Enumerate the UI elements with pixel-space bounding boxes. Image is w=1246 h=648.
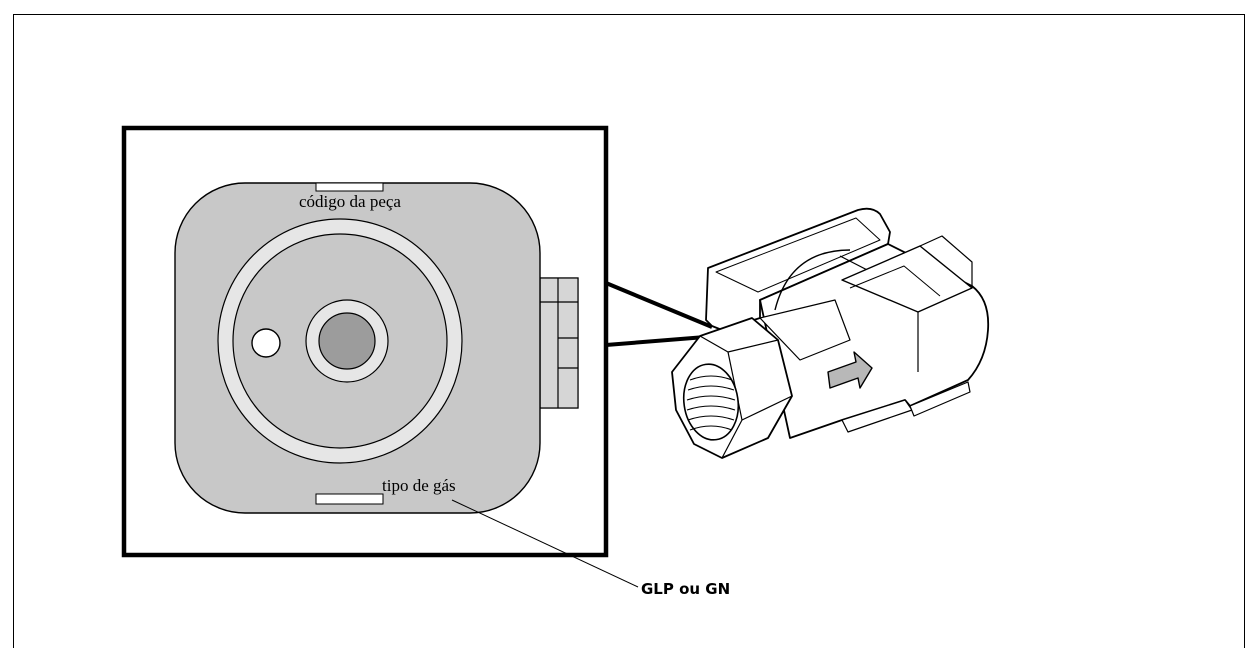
center-core (318, 312, 376, 370)
valve-illustration (671, 207, 990, 459)
threaded-opening (682, 363, 740, 441)
bottom-tab (315, 493, 384, 505)
flow-arrow-icon (827, 351, 873, 389)
outer-frame (13, 14, 1245, 648)
part-code-label: código da peça (299, 192, 401, 211)
indicator-hole (251, 328, 281, 358)
side-connector (529, 277, 579, 409)
gas-type-leader-line (451, 499, 639, 588)
gas-options-label: GLP ou GN (641, 580, 730, 598)
top-tab (315, 182, 384, 192)
gas-type-label: tipo de gás (382, 476, 456, 495)
